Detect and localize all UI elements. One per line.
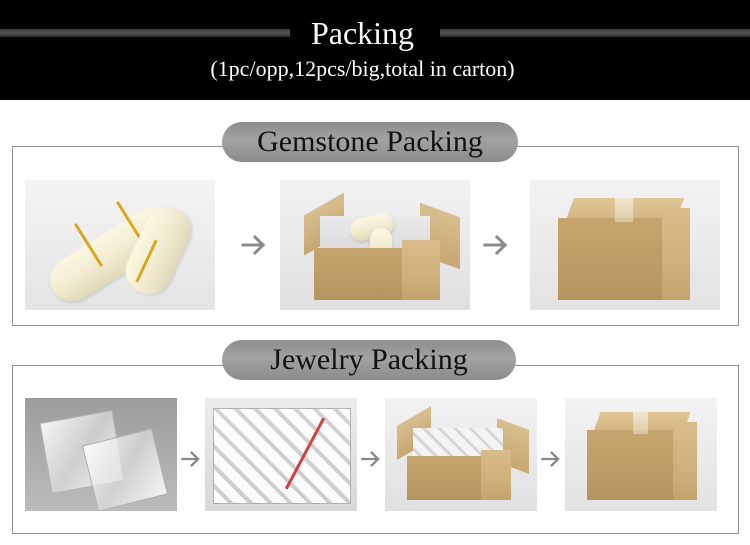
sealed-carton-photo (530, 180, 720, 310)
gemstone-packing-title: Gemstone Packing (222, 122, 518, 162)
big-bag-of-opp-bags-photo (205, 398, 357, 511)
sealed-carton-photo (565, 398, 717, 511)
header-rule-right (440, 29, 750, 37)
open-carton-with-bags-photo (385, 398, 537, 511)
page-subtitle: (1pc/opp,12pcs/big,total in carton) (210, 56, 515, 81)
right-arrow-icon (361, 451, 380, 467)
gemstone-rolls-photo (25, 180, 215, 310)
header-banner: Packing (1pc/opp,12pcs/big,total in cart… (0, 0, 750, 100)
header-rule-left (0, 29, 290, 37)
open-carton-with-rolls-photo (280, 180, 470, 310)
opp-bags-photo (25, 398, 177, 511)
right-arrow-icon (241, 234, 266, 256)
page-title: Packing (310, 15, 415, 51)
right-arrow-icon (181, 451, 200, 467)
right-arrow-icon (541, 451, 560, 467)
jewelry-packing-title: Jewelry Packing (222, 340, 516, 380)
right-arrow-icon (483, 234, 508, 256)
